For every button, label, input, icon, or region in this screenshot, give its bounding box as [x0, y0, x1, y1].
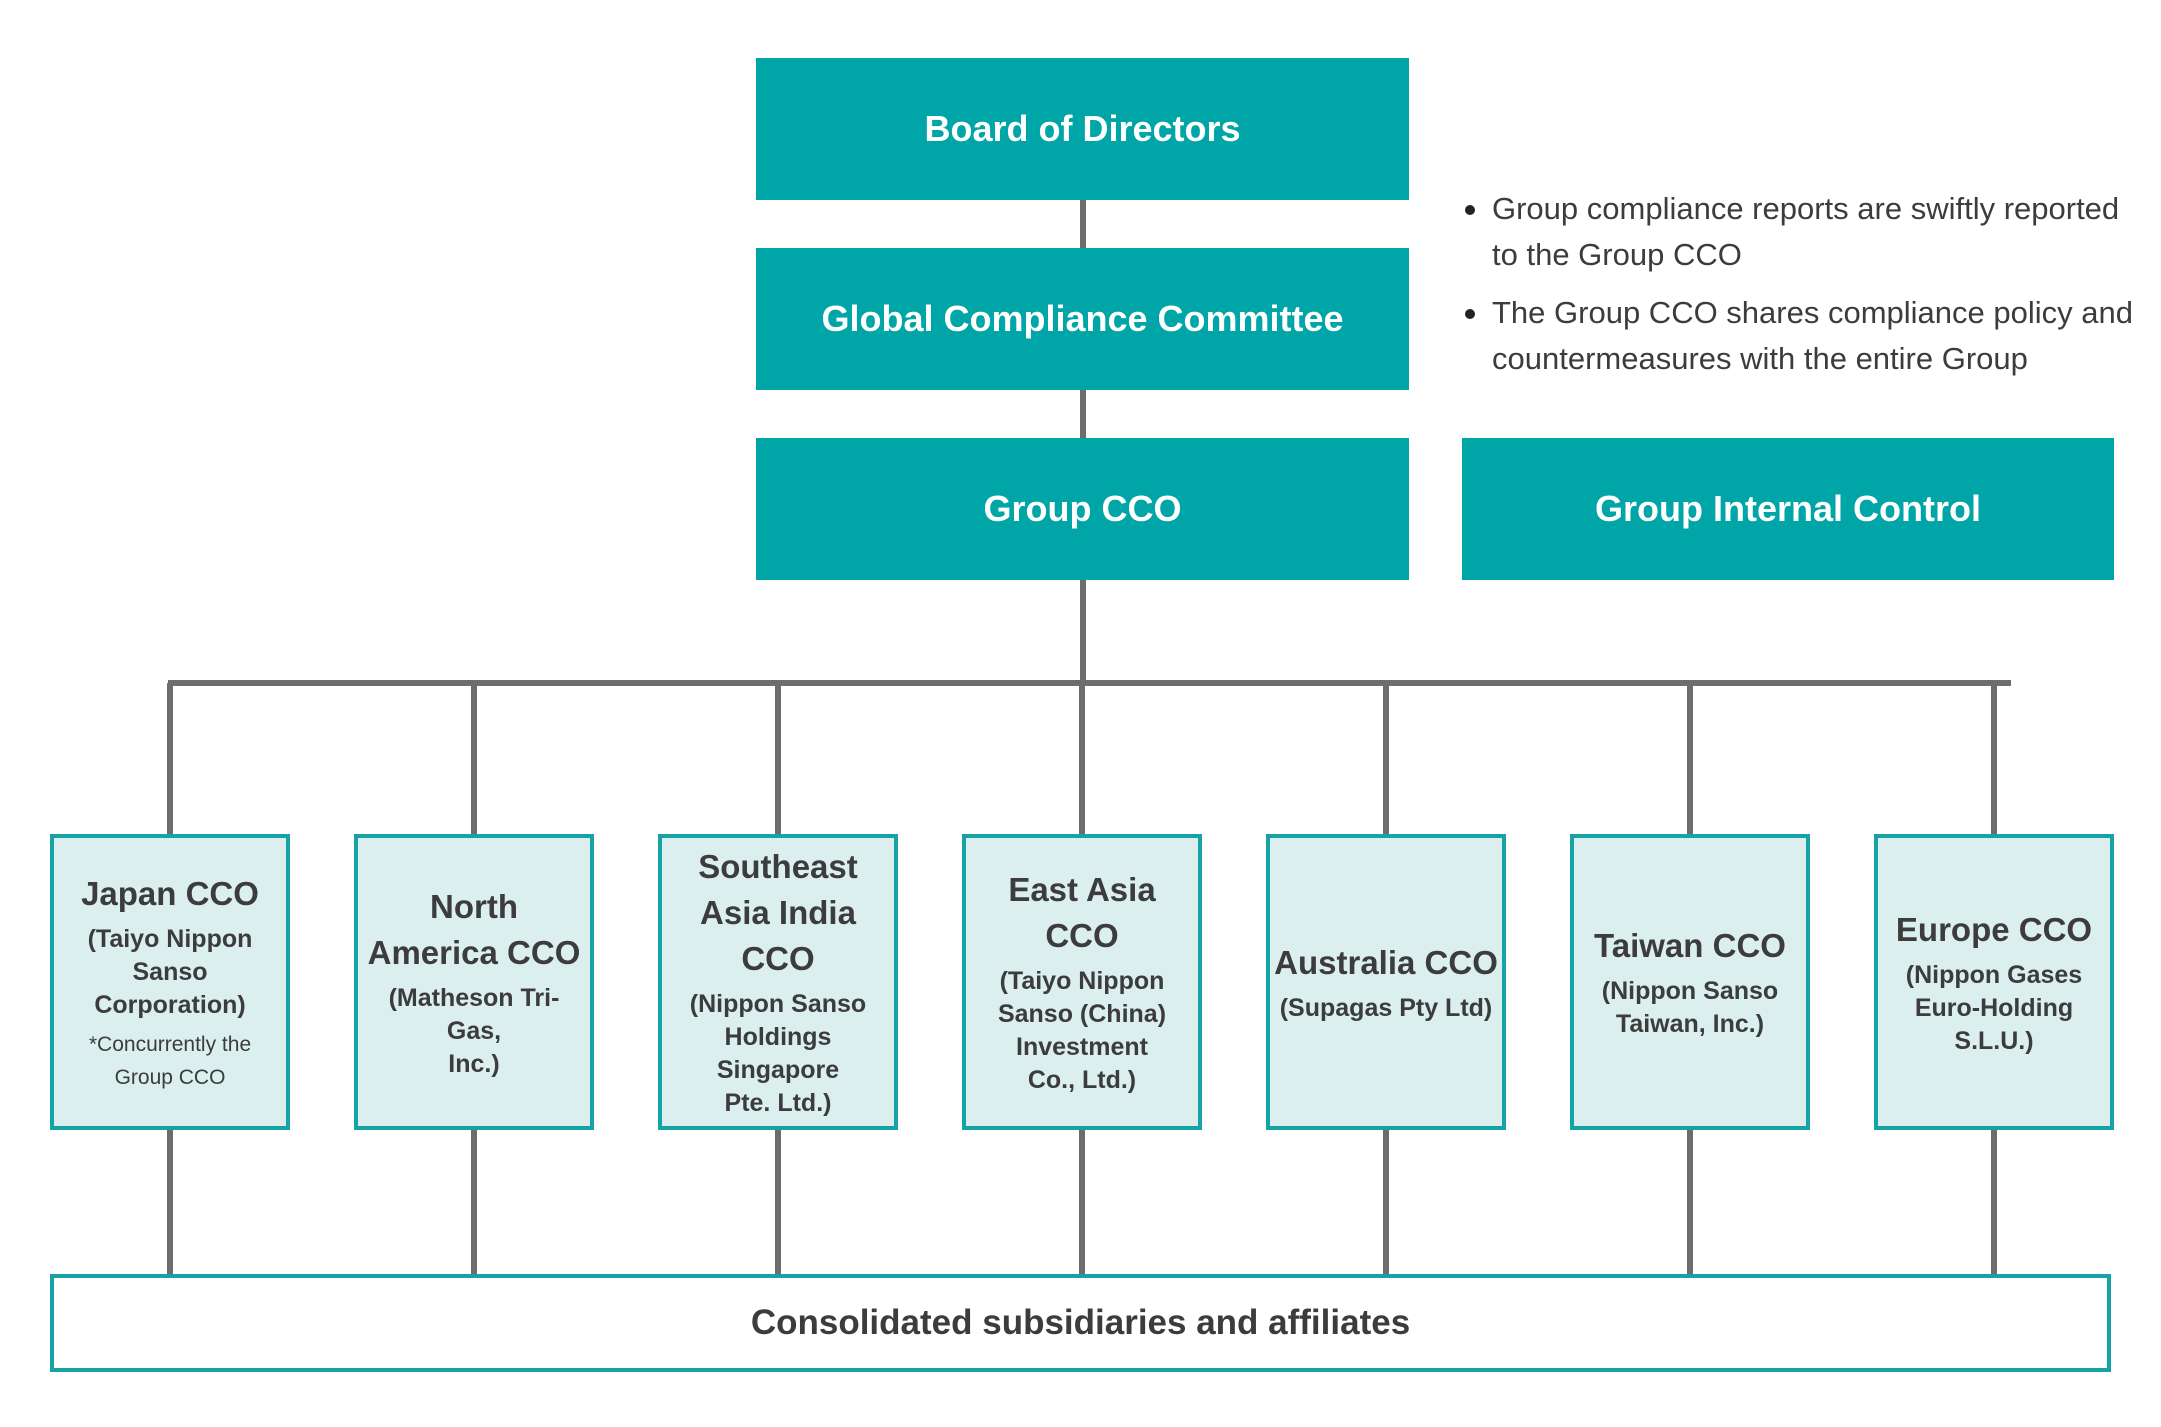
cco-title: Taiwan CCO	[1594, 923, 1786, 969]
connector-australia-cco-to-subsidiaries	[1383, 1130, 1389, 1274]
cco-entity-line: (Nippon Sanso	[1601, 977, 1779, 1005]
cco-entity-line: (Taiyo Nippon	[87, 924, 253, 953]
cco-title-line: Asia India	[700, 894, 856, 931]
global-compliance-committee-label: Global Compliance Committee	[821, 298, 1344, 339]
cco-note-line: Group CCO	[114, 1065, 226, 1089]
board-of-directors-box: Board of Directors	[756, 58, 1409, 200]
connector-cco-bus	[1080, 578, 1086, 686]
note-item: Group compliance reports are swiftly rep…	[1462, 186, 2142, 278]
connector-east-asia-cco-to-subsidiaries	[1079, 1130, 1085, 1274]
cco-title-line: East Asia CCO	[1008, 871, 1156, 954]
cco-entity-line: Sanso (China)	[997, 1000, 1167, 1028]
consolidated-subsidiaries-label: Consolidated subsidiaries and affiliates	[750, 1303, 1411, 1342]
connector-horizontal-bus	[168, 680, 2011, 686]
cco-title-line: Europe CCO	[1895, 910, 2093, 948]
connector-bus-to-taiwan-cco	[1687, 683, 1693, 834]
note-text: The Group CCO shares compliance policy a…	[1492, 295, 2133, 376]
cco-title-line: America CCO	[367, 933, 581, 971]
cco-entity-line: (Nippon Gases	[1905, 960, 2083, 989]
connector-japan-cco-to-subsidiaries	[167, 1130, 173, 1274]
consolidated-subsidiaries-box: Consolidated subsidiaries and affiliates	[50, 1274, 2111, 1372]
cco-entity-line: (Supagas Pty Ltd)	[1279, 993, 1493, 1022]
cco-title-line: Southeast	[698, 848, 858, 885]
cco-entity-line: (Taiyo Nippon	[999, 967, 1165, 995]
connector-taiwan-cco-to-subsidiaries	[1687, 1130, 1693, 1274]
cco-entity-line: S.L.U.)	[1954, 1026, 2034, 1055]
connector-north-america-cco-to-subsidiaries	[471, 1130, 477, 1274]
cco-entity: (Matheson Tri-Gas, Inc.)	[362, 982, 586, 1081]
connector-bus-to-australia-cco	[1383, 683, 1389, 834]
note-text: Group compliance reports are swiftly rep…	[1492, 191, 2120, 272]
cco-entity-line: Sanso Corporation)	[94, 957, 246, 1019]
global-compliance-committee-box: Global Compliance Committee	[756, 248, 1409, 390]
cco-title: Japan CCO	[81, 871, 259, 917]
cco-title-line: Taiwan CCO	[1594, 927, 1786, 964]
connector-southeast-asia-india-cco-to-subsidiaries	[775, 1130, 781, 1274]
note-item: The Group CCO shares compliance policy a…	[1462, 290, 2142, 382]
cco-entity-line: Inc.)	[448, 1049, 500, 1078]
cco-entity-line: Euro-Holding	[1914, 993, 2074, 1022]
connector-bus-to-southeast-asia-india-cco	[775, 683, 781, 834]
cco-entity-line: (Matheson Tri-Gas,	[388, 983, 560, 1045]
cco-note-line: *Concurrently the	[88, 1032, 252, 1056]
cco-title: Europe CCO	[1896, 907, 2092, 953]
group-internal-control-label: Group Internal Control	[1595, 488, 1981, 529]
australia-cco-box: Australia CCO (Supagas Pty Ltd)	[1266, 834, 1506, 1130]
board-of-directors-label: Board of Directors	[924, 108, 1241, 149]
connector-europe-cco-to-subsidiaries	[1991, 1130, 1997, 1274]
cco-title-line: North	[430, 887, 518, 925]
cco-entity-line: Co., Ltd.)	[1027, 1066, 1137, 1094]
cco-title: Australia CCO	[1274, 940, 1498, 986]
connector-committee-cco	[1080, 390, 1086, 440]
cco-title: East Asia CCO	[970, 867, 1194, 959]
group-internal-control-box: Group Internal Control	[1462, 438, 2114, 580]
cco-entity: (Supagas Pty Ltd)	[1280, 992, 1493, 1025]
connector-bus-to-east-asia-cco	[1079, 683, 1085, 834]
cco-title-line: Australia CCO	[1274, 943, 1498, 981]
cco-entity-line: Investment	[1016, 1033, 1148, 1061]
cco-entity-line: Taiwan, Inc.)	[1615, 1010, 1765, 1038]
group-cco-box: Group CCO	[756, 438, 1409, 580]
connector-board-committee	[1080, 200, 1086, 250]
connector-bus-to-north-america-cco	[471, 683, 477, 834]
cco-entity-line: Pte. Ltd.)	[724, 1089, 832, 1117]
connector-bus-to-europe-cco	[1991, 683, 1997, 834]
notes-list: Group compliance reports are swiftly rep…	[1462, 186, 2142, 394]
cco-title-line: Japan CCO	[81, 874, 259, 912]
group-cco-label: Group CCO	[983, 488, 1182, 529]
cco-title-line: CCO	[741, 940, 815, 977]
cco-entity-line: (Nippon Sanso	[689, 990, 867, 1018]
connector-bus-to-japan-cco	[167, 683, 173, 834]
cco-entity-line: Holdings Singapore	[716, 1023, 840, 1084]
